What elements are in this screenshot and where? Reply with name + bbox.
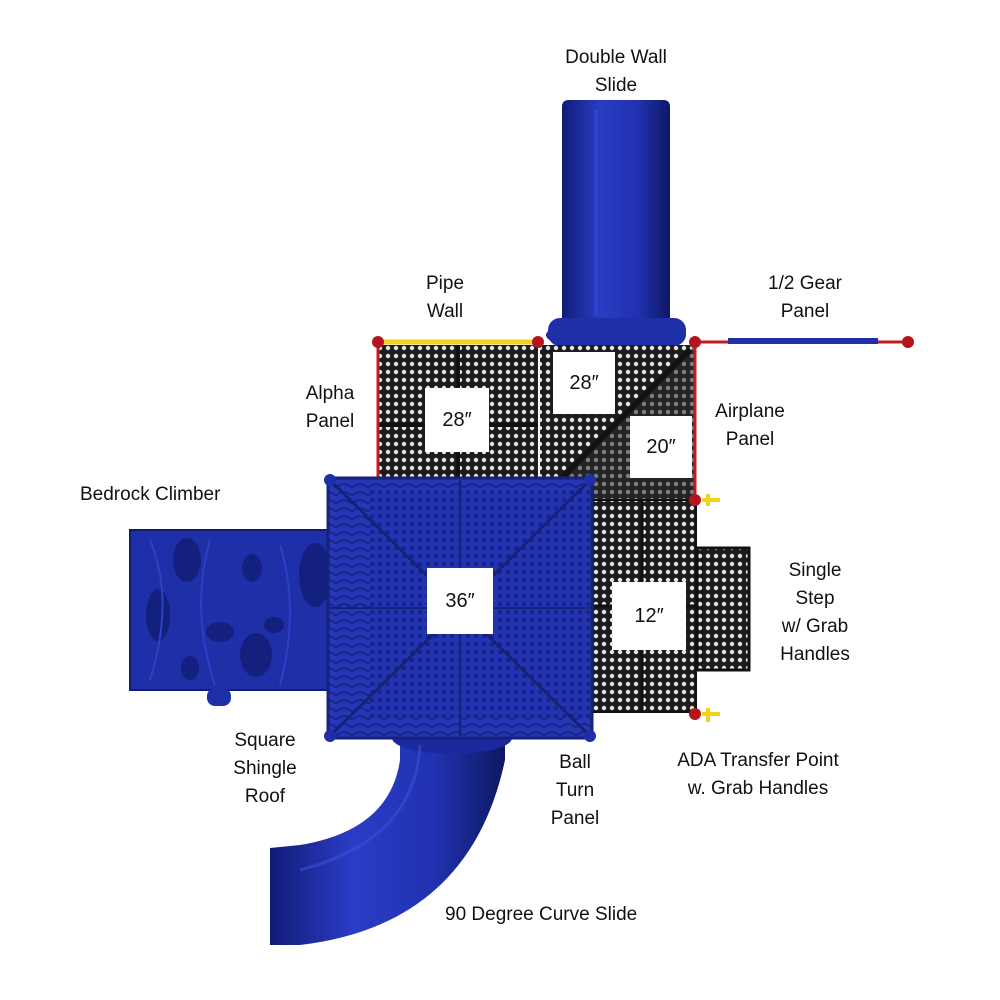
half-gear-panel	[698, 338, 908, 344]
label-bedrock-climber: Bedrock Climber	[80, 484, 221, 505]
grab-handles	[702, 494, 720, 722]
roof-deck-height: 36″	[427, 568, 493, 634]
posts	[324, 336, 914, 742]
double-wall-slide	[546, 100, 686, 351]
airplane-deck-height: 20″	[630, 416, 692, 478]
label-alpha-panel: Alpha Panel	[305, 383, 355, 432]
transfer-deck-height: 12″	[612, 582, 686, 650]
alpha-deck-height: 28″	[425, 388, 489, 452]
slide-deck-height: 28″	[553, 352, 615, 414]
label-pipe-wall: Pipe Wall	[425, 273, 465, 322]
label-ada-transfer-point: ADA Transfer Point w. Grab Handles	[677, 750, 839, 799]
label-half-gear-panel: 1/2 Gear Panel	[768, 273, 842, 322]
label-curve-slide: 90 Degree Curve Slide	[445, 904, 638, 925]
bedrock-climber	[129, 529, 331, 706]
single-step	[695, 546, 751, 672]
label-airplane-panel: Airplane Panel	[715, 401, 785, 450]
label-square-shingle-roof: Square Shingle Roof	[233, 730, 297, 807]
label-double-wall-slide: Double Wall Slide	[565, 47, 667, 96]
label-ball-turn-panel: Ball Turn Panel	[550, 752, 600, 829]
label-single-step: Single Step w/ Grab Handles	[780, 560, 850, 665]
